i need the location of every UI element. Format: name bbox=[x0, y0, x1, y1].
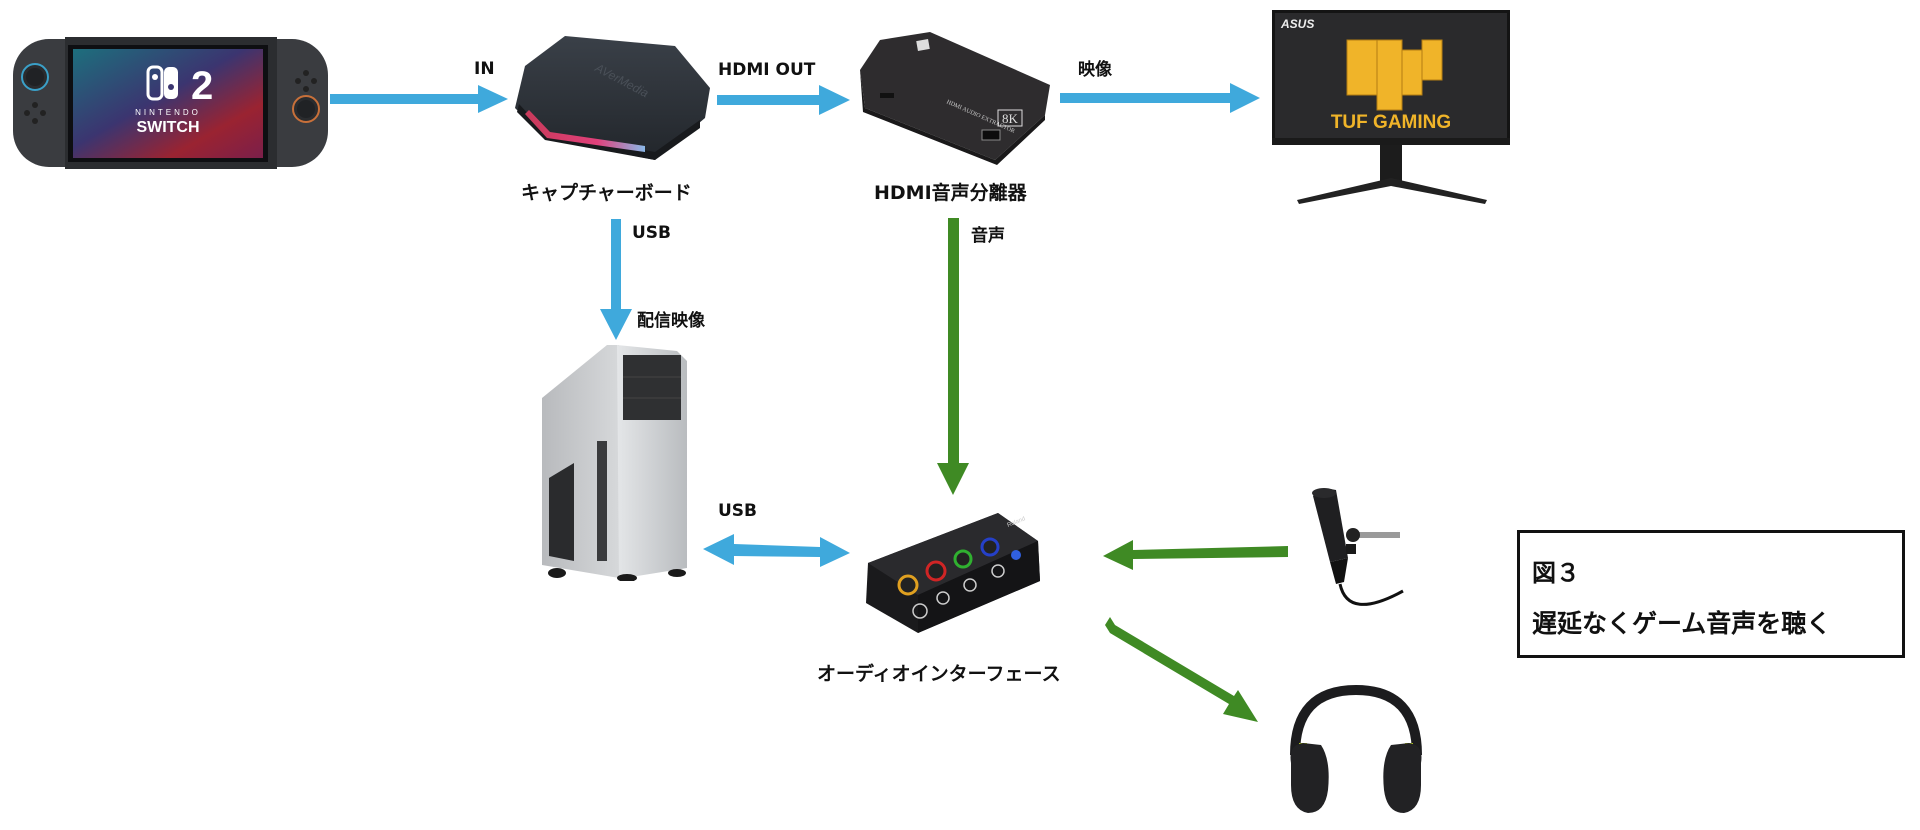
arrow-usb-down bbox=[600, 219, 632, 340]
figure-number: 図３ bbox=[1532, 559, 1580, 587]
label-capture-board: キャプチャーボード bbox=[521, 182, 692, 204]
arrow-interface-to-headphones bbox=[1105, 617, 1258, 722]
figure-caption-box: 図３ 遅延なくゲーム音声を聴く bbox=[1517, 530, 1905, 658]
nintendo-switch-image: 2 NINTENDO SWITCH bbox=[13, 37, 328, 169]
badge-8k: 8K bbox=[1002, 111, 1019, 126]
svg-text:SWITCH: SWITCH bbox=[136, 119, 199, 136]
arrow-in bbox=[330, 85, 508, 113]
arrow-audio-down bbox=[937, 218, 969, 495]
arrow-mic-to-interface bbox=[1103, 540, 1288, 570]
label-in: IN bbox=[474, 59, 495, 79]
monitor-image: ASUS TUF GAMING bbox=[1272, 10, 1510, 204]
figure-caption: 遅延なくゲーム音声を聴く bbox=[1532, 609, 1832, 638]
headphones-image bbox=[1290, 685, 1422, 813]
capture-board-image: AVerMedia bbox=[515, 36, 710, 160]
label-audio: 音声 bbox=[971, 226, 1005, 246]
label-hdmi-splitter: HDMI音声分離器 bbox=[874, 182, 1027, 204]
label-usb-bidirectional: USB bbox=[718, 501, 758, 521]
arrow-hdmi-out bbox=[717, 85, 850, 115]
label-stream-video: 配信映像 bbox=[637, 311, 705, 331]
microphone-image bbox=[1312, 488, 1404, 606]
pc-tower-image bbox=[542, 345, 687, 581]
label-video: 映像 bbox=[1078, 60, 1112, 80]
arrow-video bbox=[1060, 83, 1260, 113]
switch-logo-number: 2 bbox=[191, 64, 213, 108]
tuf-gaming-text: TUF GAMING bbox=[1331, 112, 1451, 133]
label-hdmi-out: HDMI OUT bbox=[718, 60, 816, 80]
label-usb-down: USB bbox=[632, 223, 672, 243]
label-audio-interface: オーディオインターフェース bbox=[817, 663, 1061, 685]
svg-text:NINTENDO: NINTENDO bbox=[135, 108, 201, 117]
svg-text:ASUS: ASUS bbox=[1280, 17, 1314, 31]
audio-interface-image: Roland bbox=[866, 513, 1040, 633]
arrow-usb-bidirectional bbox=[703, 534, 850, 567]
hdmi-splitter-image: HDMI AUDIO EXTRACTOR 8K bbox=[860, 32, 1050, 165]
